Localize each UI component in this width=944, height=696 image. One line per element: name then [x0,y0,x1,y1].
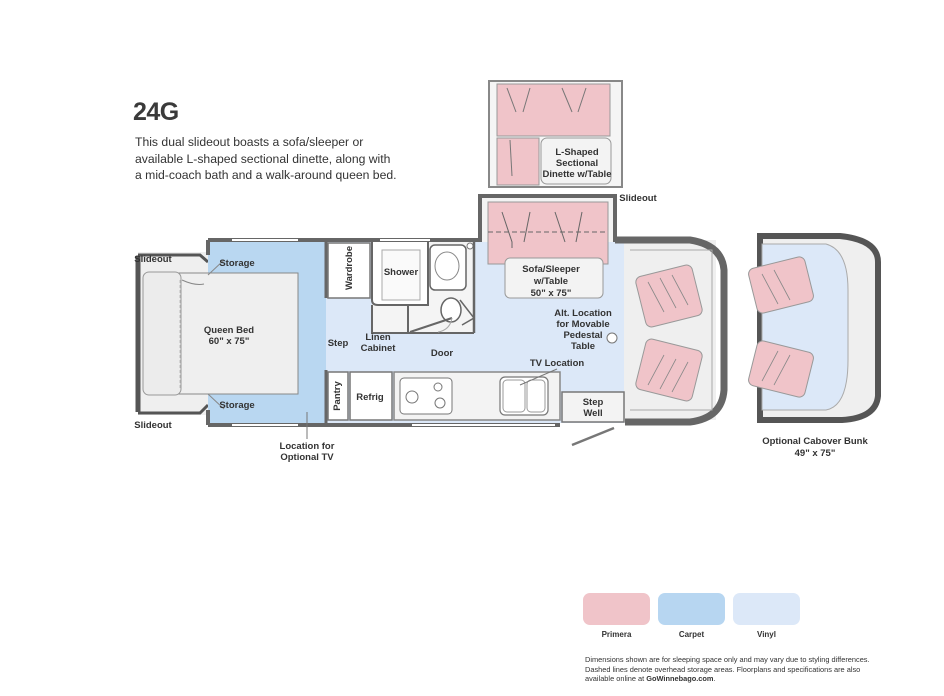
slideout-top-label: Slideout [619,193,657,204]
step-well-label-2: Well [583,408,602,419]
slideout-left-label: Slideout [134,254,172,265]
dinette-label: Dinette w/Table [543,169,612,180]
cabinet-label: Cabinet [361,343,397,354]
storage-bottom-label: Storage [219,400,254,411]
queen-bed-size-label: 60" x 75" [209,336,250,347]
cabover-label: Optional Cabover Bunk [762,436,868,447]
disclaimer-line: Dashed lines denote overhead storage are… [585,664,861,674]
cabover-size-label: 49" x 75" [795,448,836,459]
alt-table-label-2: for Movable [556,319,609,330]
legend-label-vinyl: Vinyl [757,630,776,639]
disclaimer-line: available online at GoWinnebago.com. [585,674,716,684]
disclaimer: Dimensions shown are for sleeping space … [585,655,905,684]
queen-bed-label: Queen Bed [204,325,254,336]
model-description: This dual slideout boasts a sofa/sleeper… [135,134,475,184]
model-title: 24G [133,98,179,126]
step-label: Step [328,338,349,349]
description-line: This dual slideout boasts a sofa/sleeper… [135,135,364,149]
legend-swatch-vinyl [733,593,800,625]
l-shaped-label: L-Shaped [555,147,598,158]
shower-label: Shower [384,267,419,278]
step-well-label: Step [583,397,604,408]
sofa-label: Sofa/Sleeper [522,264,580,275]
disclaimer-line: Dimensions shown are for sleeping space … [585,655,870,664]
alt-table-label: Alt. Location [554,308,612,319]
alt-table-label-4: Table [571,341,595,352]
description-line: a mid-coach bath and a walk-around queen… [135,168,397,182]
tv-location-label: TV Location [530,358,585,369]
refrig-label: Refrig [356,392,384,403]
pantry-label: Pantry [332,381,343,411]
linen-label: Linen [365,332,391,343]
legend-label-primera: Primera [601,630,632,639]
website-link[interactable]: GoWinnebago.com [646,674,714,684]
storage-top-label: Storage [219,258,254,269]
sectional-label: Sectional [556,158,598,169]
alt-table-label-3: Pedestal [563,330,602,341]
sofa-size-label: 50" x 75" [531,288,572,299]
legend-label-carpet: Carpet [678,630,705,639]
tv-optional-label: Location for [280,441,335,452]
legend-swatch-primera [583,593,650,625]
door-label: Door [431,348,453,359]
description-line: available L-shaped sectional dinette, al… [135,151,391,166]
legend-swatch-carpet [658,593,725,625]
tv-optional-label-2: Optional TV [280,452,334,463]
wardrobe-label: Wardrobe [344,246,355,290]
slideout-left-bottom-label: Slideout [134,420,172,431]
sofa-table-label: w/Table [533,276,568,287]
